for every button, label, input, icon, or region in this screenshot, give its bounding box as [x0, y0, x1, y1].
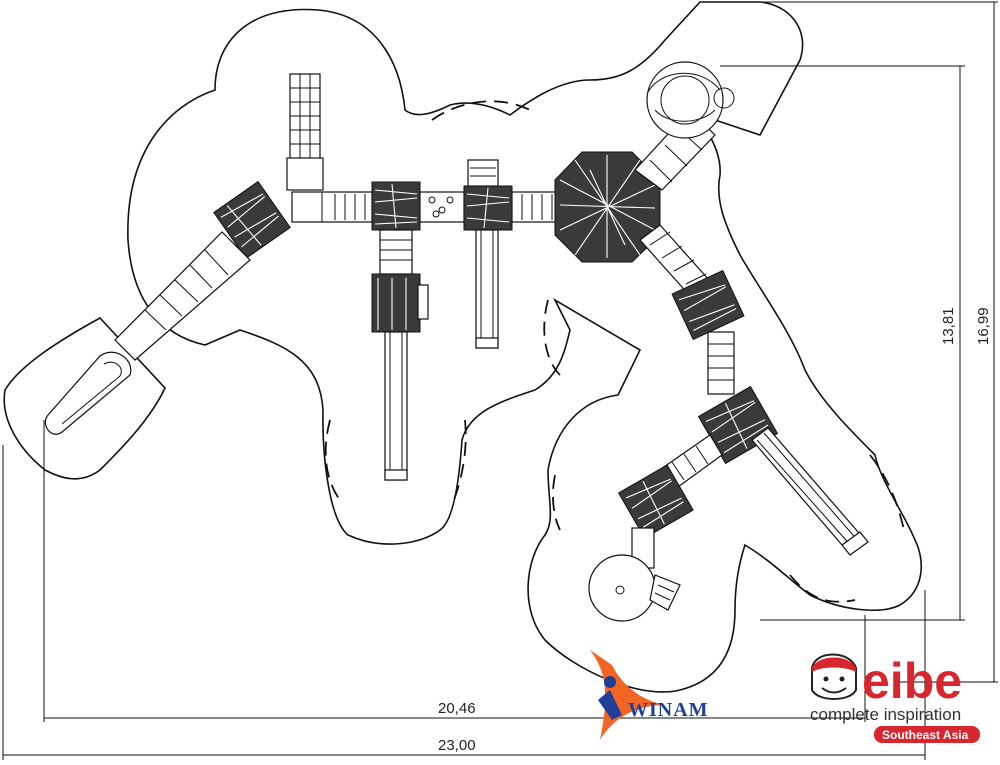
diagonal-slide — [751, 427, 869, 556]
lower-equipment — [588, 527, 681, 622]
dimension-width-total: 23,00 — [438, 737, 476, 754]
eibe-region-label: Southeast Asia — [882, 728, 969, 742]
winam-logo: WINAM — [590, 650, 709, 740]
left-tube-slide — [44, 231, 251, 435]
dimension-width-inner: 20,46 — [438, 700, 476, 717]
eibe-tagline: complete inspiration — [810, 705, 961, 724]
safety-zone-outline — [3, 1, 923, 693]
playground-structure — [44, 61, 869, 622]
winam-wordmark: WINAM — [628, 699, 709, 721]
left-deck — [213, 180, 291, 260]
eibe-region-badge — [874, 726, 980, 743]
eibe-logo: eibe complete inspiration Southeast Asia — [810, 653, 980, 743]
tower-deck — [554, 151, 661, 263]
slide-a — [384, 331, 408, 481]
eibe-wordmark: eibe — [862, 653, 962, 709]
eibe-face-icon — [811, 653, 857, 700]
spiral-tube-slide — [634, 61, 735, 191]
lower-deck — [617, 464, 694, 539]
dashed-impact-lines — [324, 100, 906, 603]
stair-a — [371, 229, 429, 333]
top-ladder — [286, 73, 324, 191]
dimension-height-inner: 13,81 — [940, 307, 957, 345]
middle-deck-a — [371, 181, 421, 231]
main-bridge — [291, 191, 561, 223]
slide-b — [475, 229, 499, 349]
dimension-height-total: 16,99 — [975, 307, 992, 345]
right-deck-a — [671, 269, 745, 341]
right-ladder — [707, 331, 735, 395]
middle-deck-b — [463, 159, 513, 231]
winam-flame-icon — [590, 650, 665, 740]
